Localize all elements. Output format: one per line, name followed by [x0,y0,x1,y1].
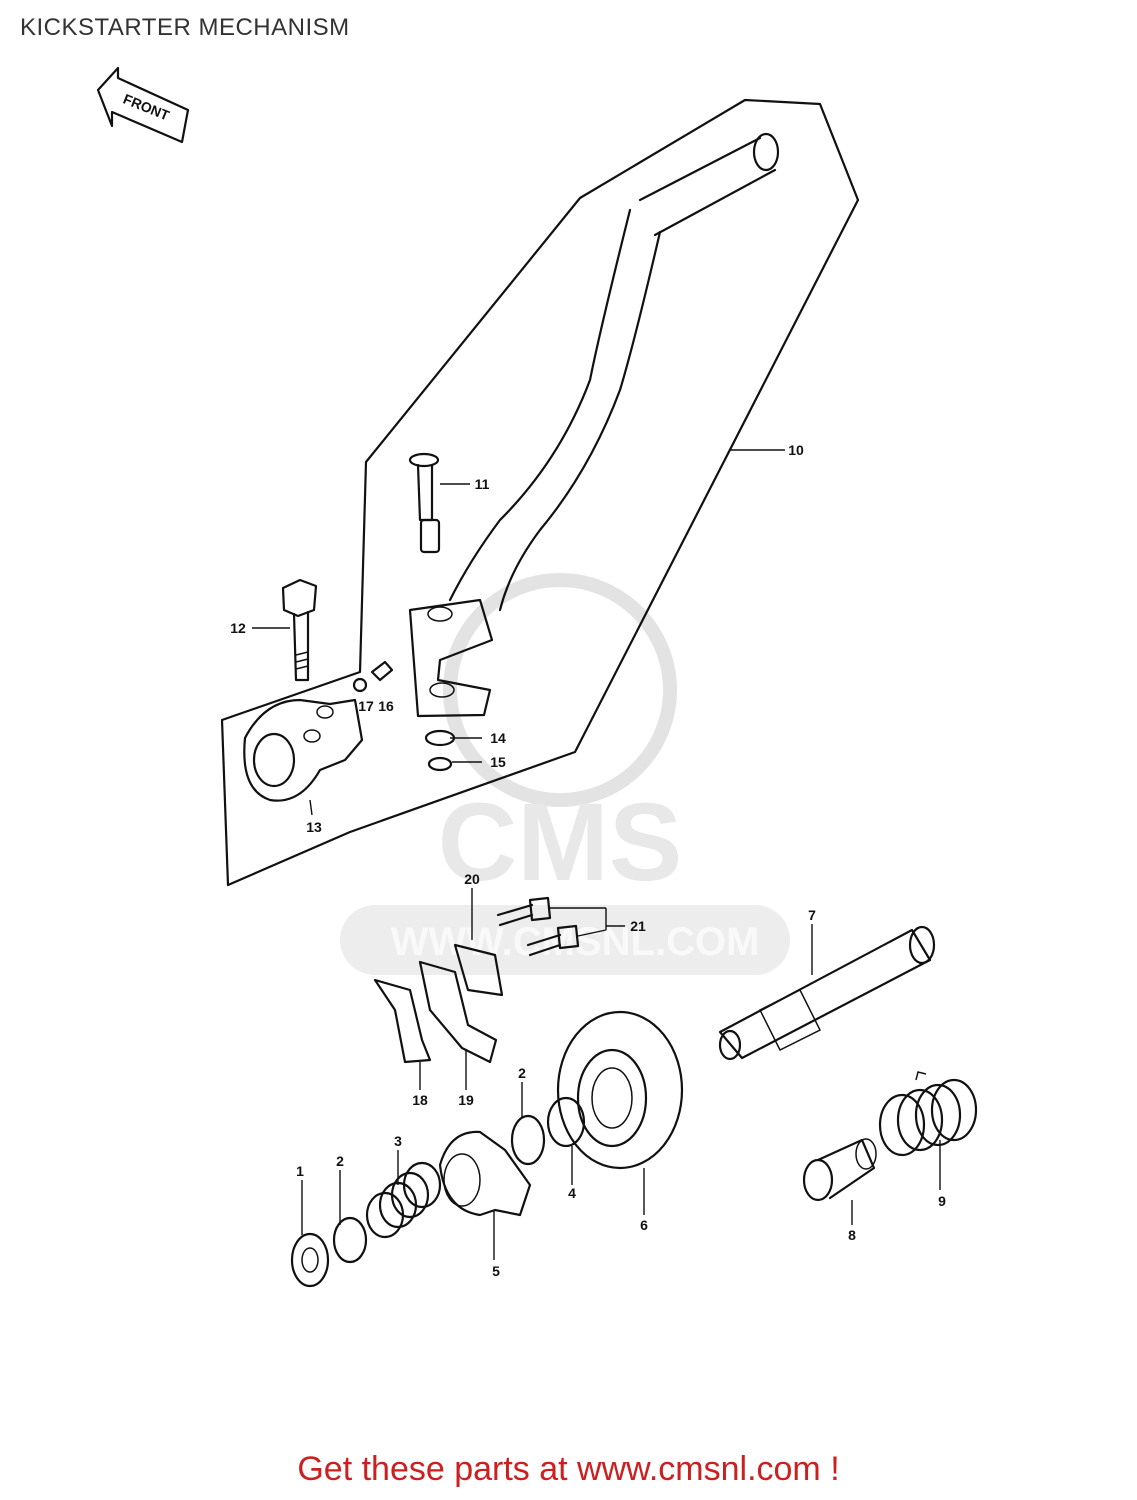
callout-11: 11 [475,476,490,492]
callout-10: 10 [788,442,804,458]
callout-21: 21 [630,918,646,934]
spring-3 [365,1161,442,1239]
callout-1: 1 [296,1163,304,1179]
callout-6: 6 [640,1217,648,1233]
clamp-bolt [281,578,318,682]
callout-18: 18 [412,1092,428,1108]
callout-8: 8 [848,1227,856,1243]
callout-14: 14 [490,730,506,746]
washer-14 [424,729,456,747]
callout-2-upper: 2 [518,1065,526,1081]
kick-boss [243,698,364,802]
pivot-pin [408,452,441,554]
circlip-upper [510,1114,546,1166]
callout-5: 5 [492,1263,500,1279]
cms-watermark: CMS WWW.CMSNL.COM [340,573,790,975]
ball [352,677,368,693]
callout-12: 12 [230,620,246,636]
ratchet [438,1130,532,1217]
callout-9: 9 [938,1193,946,1209]
kick-lever [408,132,780,718]
callout-19: 19 [458,1092,474,1108]
kick-gear [556,1010,684,1170]
plate-19 [418,960,498,1064]
plate-18 [373,978,432,1064]
watermark-logo: CMS [438,781,682,904]
grease-fitting [370,660,394,682]
callout-16: 16 [378,698,394,714]
callout-7: 7 [808,907,816,923]
callout-13: 13 [306,819,322,835]
washer-1 [290,1232,330,1288]
plate-20 [453,943,504,997]
callout-3: 3 [394,1133,402,1149]
front-arrow-icon: FRONT [96,66,190,144]
kick-shaft [718,925,936,1061]
part-callouts: 1 2 2 3 4 5 6 7 8 9 10 11 12 13 14 15 16… [230,442,946,1279]
circlip-lower [332,1216,368,1264]
lock-washer-15 [427,756,453,772]
return-spring-9 [878,1071,978,1157]
bush-8 [802,1138,877,1202]
footer-link-text[interactable]: Get these parts at www.cmsnl.com ! [297,1450,840,1488]
callout-15: 15 [490,754,506,770]
page-title: KICKSTARTER MECHANISM [20,14,350,41]
callout-20: 20 [464,871,480,887]
callout-4: 4 [568,1185,576,1201]
callout-17: 17 [358,698,374,714]
watermark-url: WWW.CMSNL.COM [391,920,760,964]
leader-lines [252,449,941,1260]
assembly-boundary [220,98,860,887]
washer-4 [546,1096,586,1148]
callout-2-lower: 2 [336,1153,344,1169]
screws-21 [496,896,580,957]
